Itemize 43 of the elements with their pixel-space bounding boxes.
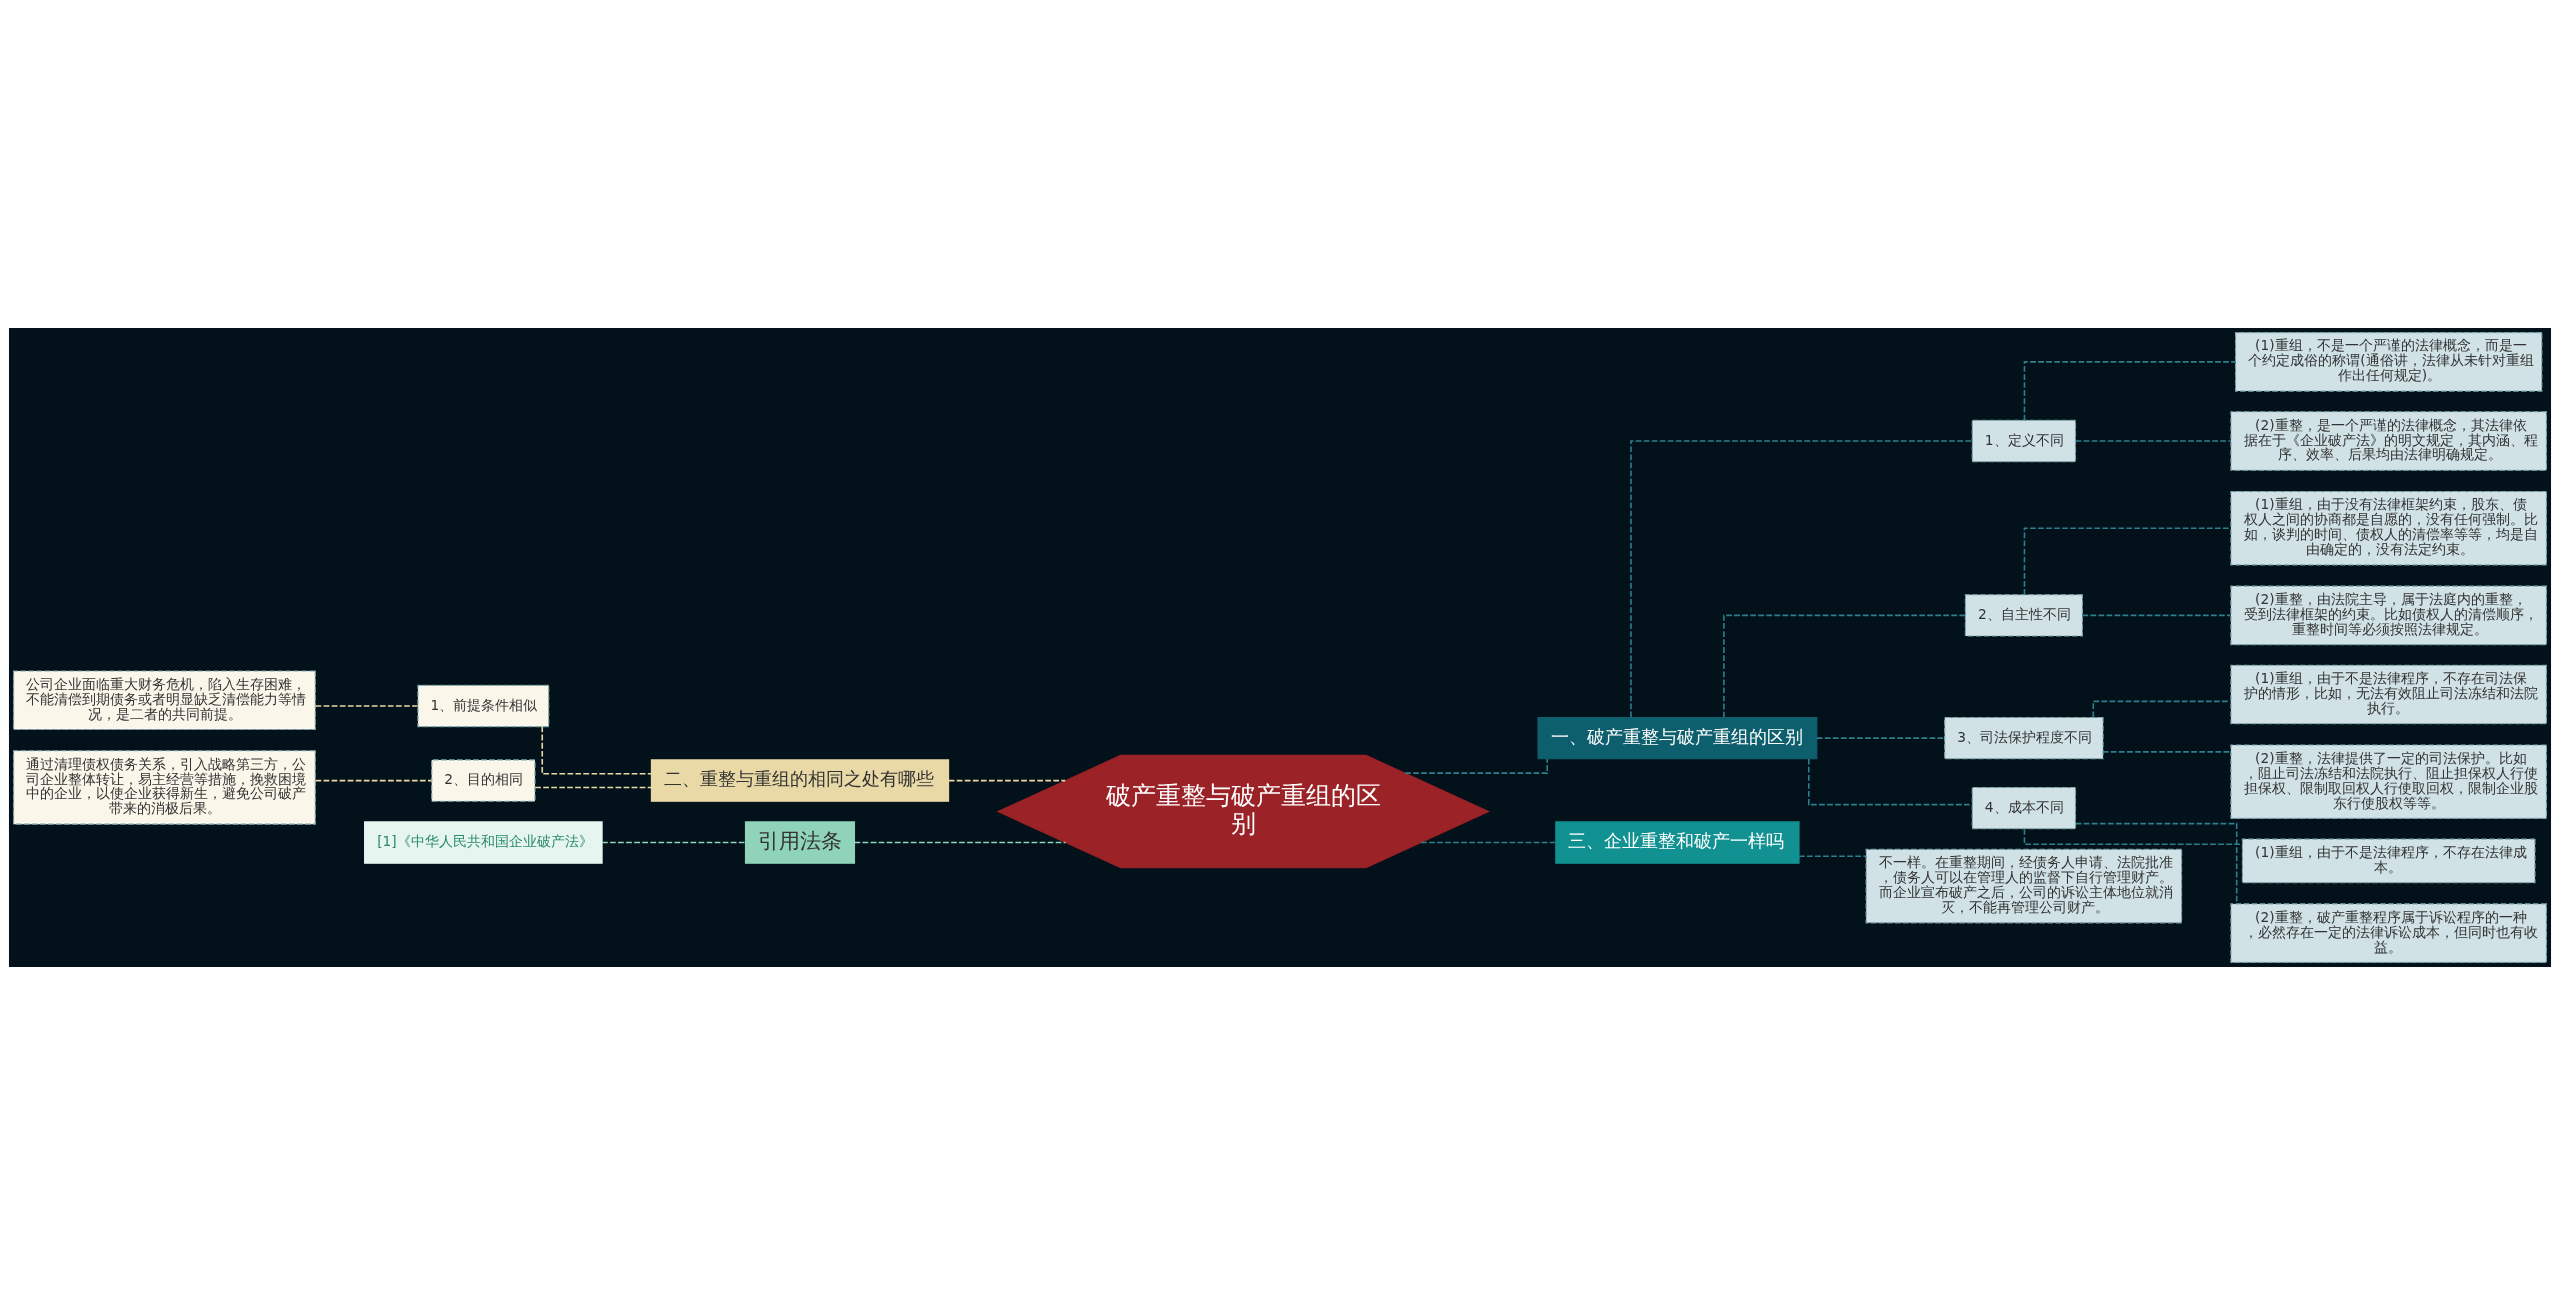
node-box: 4、成本不同: [1971, 786, 2077, 829]
connector: [2092, 700, 2232, 718]
node-box: 一、破产重整与破产重组的区别: [1537, 716, 1818, 759]
connector: [1723, 614, 1967, 718]
node-box: (2)重整，法律提供了一定的司法保护。比如，阻止司法冻结和法院执行、阻止担保权人行使担保权、限制取回权人行使取回权，限制企业股东行使股权等等。: [2230, 743, 2547, 819]
connector: [2074, 439, 2232, 442]
connector: [2081, 614, 2232, 616]
node-box: (1)重组，由于没有法律框架约束，股东、债权人之间的协商都是自愿的，没有任何强制。比如，谈判的时间、债权人的清偿率等等，均是自由确定的，没有法定约束。: [2230, 490, 2547, 565]
connector: [2023, 526, 2232, 596]
node-box: (1)重组，由于不是法律程序，不存在法律成本。: [2241, 838, 2536, 883]
connector: [948, 779, 1067, 781]
node-box: 1、定义不同: [1971, 419, 2077, 462]
node-box: 不一样。在重整期间，经债务人申请、法院批准，债务人可以在管理人的监督下自行管理财产。而企业宣布破产之后，公司的诉讼主体地位就消灭，不能再管理公司财产。: [1865, 848, 2183, 923]
node-box: [1]《中华人民共和国企业破产法》: [364, 820, 603, 864]
connector: [314, 704, 419, 707]
connector: [1420, 841, 1557, 843]
connector: [541, 725, 652, 774]
node-box: 通过清理债权债务关系，引入战略第三方，公司企业整体转让，易主经营等措施，挽救困境中的企业，以使企业获得新生，避免公司破产带来的消极后果。: [13, 749, 316, 825]
connector: [1816, 736, 1946, 739]
node-box: 二、重整与重组的相同之处有哪些: [650, 758, 950, 802]
node-box: 2、目的相同: [431, 758, 536, 802]
node-box: 引用法条: [744, 820, 856, 864]
connector: [2023, 360, 2237, 421]
node-box: (2)重整，破产重整程序属于诉讼程序的一种，必然存在一定的法律诉讼成本，但同时也有收益。: [2230, 902, 2547, 963]
node-box: 1、前提条件相似: [417, 684, 550, 727]
connector: [534, 786, 653, 788]
node-box: (2)重整，由法院主导，属于法庭内的重整，受到法律框架的约束。比如债权人的清偿顺序，重整时间等必须按照法律规定。: [2230, 585, 2547, 645]
connector: [601, 841, 746, 843]
connector: [2023, 827, 2243, 845]
connector: [1798, 855, 1867, 857]
connector: [314, 779, 433, 781]
connector: [1630, 439, 1973, 718]
connector: [2102, 750, 2232, 753]
connector: [2075, 822, 2238, 905]
node-box: 三、企业重整和破产一样吗: [1555, 820, 1800, 864]
node-box: (1)重组，由于不是法律程序，不存在司法保护的情形，比如，无法有效阻止司法冻结和法院执行。: [2230, 664, 2547, 724]
node-box: (2)重整，是一个严谨的法律概念，其法律依据在于《企业破产法》的明文规定，其内涵、程序、效率、后果均由法律明确规定。: [2230, 410, 2547, 471]
connector: [1807, 757, 1973, 805]
node-box: 3、司法保护程度不同: [1944, 716, 2104, 759]
connector: [853, 841, 1067, 843]
node-box: (1)重组，不是一个严谨的法律概念，而是一个约定成俗的称谓(通俗讲，法律从未针对重组作出任何规定)。: [2234, 331, 2543, 392]
node-box: 公司企业面临重大财务危机，陷入生存困难，不能清偿到期债务或者明显缺乏清偿能力等情况，是二者的共同前提。: [13, 669, 316, 730]
node-box: 2、自主性不同: [1964, 593, 2083, 637]
